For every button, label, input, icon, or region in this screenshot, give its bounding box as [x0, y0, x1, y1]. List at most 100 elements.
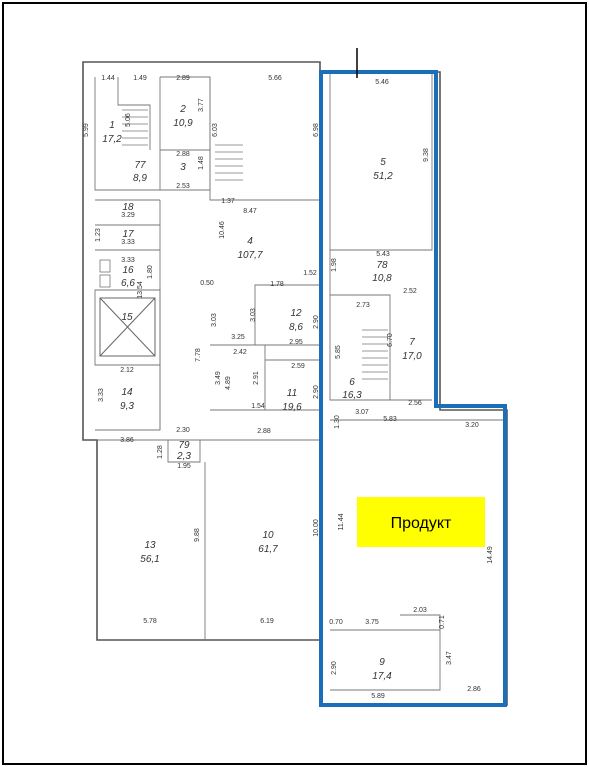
dimension-label: 6.98	[313, 123, 320, 137]
dimension-label: 3.03	[211, 313, 218, 327]
room-78-area: 10,8	[372, 273, 392, 284]
room-77-number: 77	[134, 160, 146, 171]
room-12-number: 12	[290, 308, 302, 319]
dimension-label: 8.47	[243, 208, 257, 215]
room-4-area: 107,7	[237, 250, 262, 261]
room-10-number: 10	[262, 530, 274, 541]
dimension-label: 3.49	[215, 371, 222, 385]
dimension-label: 10.00	[313, 519, 320, 537]
dimension-label: 6.03	[212, 123, 219, 137]
dimension-label: 1.44	[101, 75, 115, 82]
dimension-label: 2.73	[356, 302, 370, 309]
dimension-label: 1.78	[270, 281, 284, 288]
dimension-label: 2.88	[257, 428, 271, 435]
dimension-label: 5.43	[376, 251, 390, 258]
room-16-number: 16	[122, 265, 134, 276]
dimension-label: 3.07	[355, 409, 369, 416]
room-10-area: 61,7	[258, 544, 278, 555]
dimension-label: 2.59	[291, 363, 305, 370]
room-labels: 1 17,2 2 10,9 3 77 8,9 4 107,7 5 51,2 78…	[102, 104, 422, 682]
dimension-label: 2.91	[253, 371, 260, 385]
dimension-label: 7.78	[195, 348, 202, 362]
dimension-label: 1.49	[133, 75, 147, 82]
dimension-label: 0.50	[200, 280, 214, 287]
dimension-label: 1.48	[198, 156, 205, 170]
building-walls	[82, 61, 508, 706]
room-15-number: 15	[121, 312, 133, 323]
product-box	[357, 497, 485, 547]
dimension-label: 1.98	[331, 258, 338, 272]
room-6-area: 16,3	[342, 390, 362, 401]
room-2-number: 2	[179, 104, 186, 115]
dimension-label: 3.25	[231, 334, 245, 341]
dimension-label: 3.33	[98, 388, 105, 402]
dimension-label: 5.06	[125, 113, 132, 127]
dimension-label: 2.56	[408, 400, 422, 407]
room-16-area: 6,6	[121, 278, 135, 289]
dimension-label: 3.03	[250, 308, 257, 322]
dimension-labels: 1.44 1.49 2.89 5.66 5.46 5.06 3.77 6.03 6.98 9.38…	[83, 75, 494, 700]
dimension-label: 2.89	[176, 75, 190, 82]
room-14-area: 9,3	[120, 401, 134, 412]
dimension-label: 14.49	[487, 546, 494, 564]
dimension-label: 0.71	[439, 615, 446, 629]
dimension-label: 2.88	[176, 151, 190, 158]
room-7-number: 7	[409, 337, 415, 348]
dimension-label: 2.90	[313, 385, 320, 399]
room-5-number: 5	[380, 157, 386, 168]
room-17-number: 17	[122, 229, 134, 240]
dimension-label: 2.12	[120, 367, 134, 374]
dimension-label: 5.89	[371, 693, 385, 700]
room-14-number: 14	[121, 387, 133, 398]
dimension-label: 2.95	[289, 339, 303, 346]
dimension-label: 3.77	[198, 98, 205, 112]
dimension-label: 9.38	[423, 148, 430, 162]
dimension-label: 2.53	[176, 183, 190, 190]
dimension-label: 2.90	[331, 661, 338, 675]
dimension-label: 2.42	[233, 349, 247, 356]
dimension-label: 2.86	[467, 686, 481, 693]
dimension-label: 5.66	[268, 75, 282, 82]
dimension-label: 1.30	[334, 415, 341, 429]
dimension-label: 10.46	[219, 221, 226, 239]
dimension-label: 3.33	[121, 257, 135, 264]
dimension-label: 3.47	[446, 651, 453, 665]
room-12-area: 8,6	[289, 322, 303, 333]
dimension-label: 1.23	[95, 228, 102, 242]
dimension-label: 1.95	[177, 463, 191, 470]
dimension-label: 1.52	[303, 270, 317, 277]
room-13-number: 13	[144, 540, 156, 551]
stairs-left	[122, 109, 148, 146]
dimension-label: 2.03	[413, 607, 427, 614]
room-18-number: 18	[122, 202, 134, 213]
room-9-area: 17,4	[372, 671, 392, 682]
dimension-label: 4.89	[225, 376, 232, 390]
dimension-label: 3.86	[120, 437, 134, 444]
room-11-number: 11	[287, 388, 297, 399]
room-4-number: 4	[247, 236, 253, 247]
dimension-label: 0.70	[329, 619, 343, 626]
dimension-label: 5.83	[383, 416, 397, 423]
dimension-label: 3.75	[365, 619, 379, 626]
dimension-label: 5.85	[335, 345, 342, 359]
dimension-label: 11.44	[338, 513, 345, 530]
highlight-border	[319, 70, 507, 707]
dimension-label: 5.46	[375, 79, 389, 86]
dimension-label: 3.29	[121, 212, 135, 219]
toilet-fixtures	[99, 259, 111, 288]
room-11-area: 19,6	[282, 402, 302, 413]
product-label: Продукт	[391, 515, 452, 532]
dimension-label: 13.54	[137, 281, 144, 299]
room-78-number: 78	[376, 260, 388, 271]
dimension-label: 9.88	[194, 528, 201, 542]
dimension-label: 5.78	[143, 618, 157, 625]
room-79-area: 2,3	[176, 451, 191, 462]
room-77-area: 8,9	[133, 173, 147, 184]
dimension-label: 5.99	[83, 123, 90, 137]
dimension-label: 1.54	[251, 403, 265, 410]
dimension-label: 3.33	[121, 239, 135, 246]
dimension-label: 3.20	[465, 422, 479, 429]
dimension-label: 2.30	[176, 427, 190, 434]
room-13-area: 56,1	[140, 554, 159, 565]
